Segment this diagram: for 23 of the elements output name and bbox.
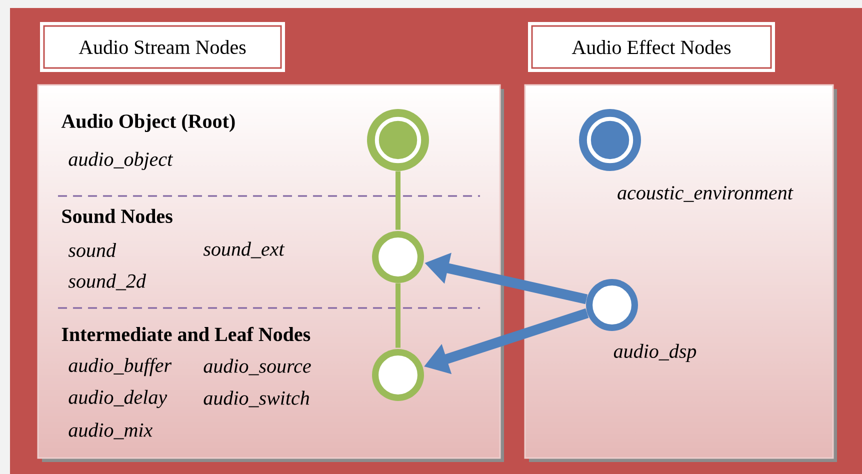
node-type-label: sound <box>68 242 116 258</box>
section-heading: Audio Object (Root) <box>61 114 235 132</box>
node-circle <box>372 349 424 401</box>
node-type-label: audio_switch <box>204 390 310 408</box>
title-box: Audio Stream Nodes <box>40 22 285 72</box>
node-type-label: audio_delay <box>68 390 168 408</box>
node-type-label: audio_mix <box>68 422 152 440</box>
node-type-label: audio_object <box>68 152 174 170</box>
node-type-label: audio_buffer <box>68 358 172 376</box>
node-type-label: audio_source <box>204 358 311 376</box>
node-type-label: sound_2d <box>68 274 146 290</box>
node-type-label: audio_dsp <box>614 344 696 362</box>
section-heading: Sound Nodes <box>62 208 172 224</box>
node-circle <box>372 231 424 283</box>
node-circle <box>367 109 429 171</box>
connector-line <box>396 283 400 348</box>
node-type-label: sound_ext <box>203 242 285 258</box>
node-type-label: acoustic_environment <box>618 186 794 202</box>
connector-line <box>396 171 400 230</box>
title-box: Audio Effect Nodes <box>528 22 775 72</box>
panel-box <box>524 84 837 462</box>
panel-box <box>37 84 504 462</box>
section-heading: Intermediate and Leaf Nodes <box>62 326 310 342</box>
